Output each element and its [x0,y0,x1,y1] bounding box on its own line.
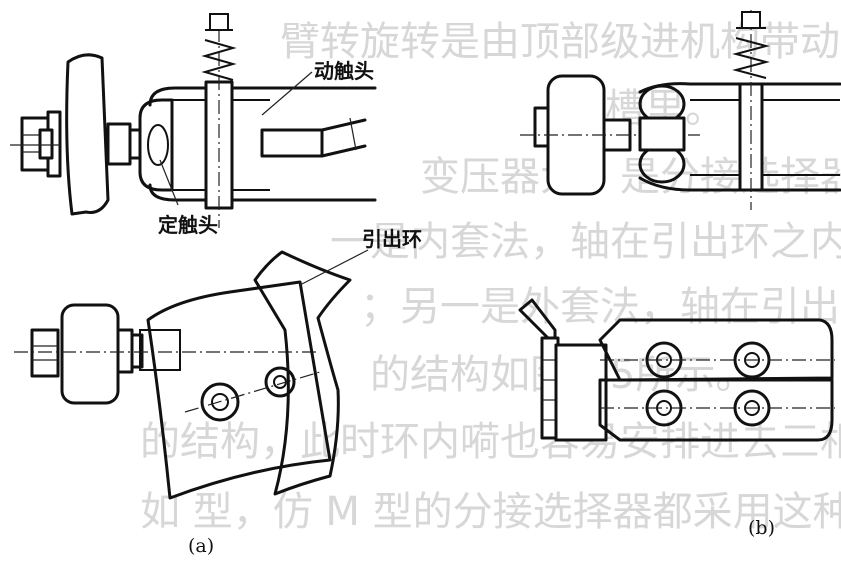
bg-line-8: 如 型，仿 M 型的分接选择器都采用这种结 [140,489,841,535]
lead-ring [253,250,352,496]
label-fixed-contact: 定触头 [158,213,218,237]
caption-a: (a) [188,535,214,557]
hub-lower [60,303,120,405]
bg-line-5: ；另一是外套法，轴在引出环之外，顶上引线 [360,284,841,330]
diagram-b-top [520,10,841,210]
insulating-plate [65,53,110,216]
bg-line-4: 一是内套法，轴在引出环之内，外上引线经 [330,219,841,265]
label-moving-contact: 动触头 [314,59,374,83]
moving-contact-arm [148,86,377,202]
shaft [106,122,132,166]
bg-line-7: 的结构，此时环内嗬也容易安排进去三相六种 [140,419,841,465]
bolt-a2 [264,366,296,398]
arm-b [638,82,841,192]
plate-lower-b [598,378,834,442]
lead-tab-b [518,298,557,347]
spring [201,13,237,81]
label-lead-ring: 引出环 [362,227,422,251]
spring-b [732,11,770,79]
lead-bar [260,128,324,158]
diagram-a-top [10,13,377,228]
bleed-through-text: 臂转旋转是由顶部级进机构带动，分接选择 外槽里。 变压器大，是分接选择器主要结构… [140,19,841,535]
bolt-a1 [200,382,240,422]
bg-line-3: 变压器大，是分接选择器主要结构。 [420,154,841,200]
caption-b: (b) [748,517,775,539]
diagram-b-bottom [518,298,835,442]
plate-upper-b [598,318,834,382]
diagram-a-bottom [14,249,369,500]
bolt-stub [38,128,54,160]
sector-plate [146,280,332,500]
nut-lower [30,328,60,378]
